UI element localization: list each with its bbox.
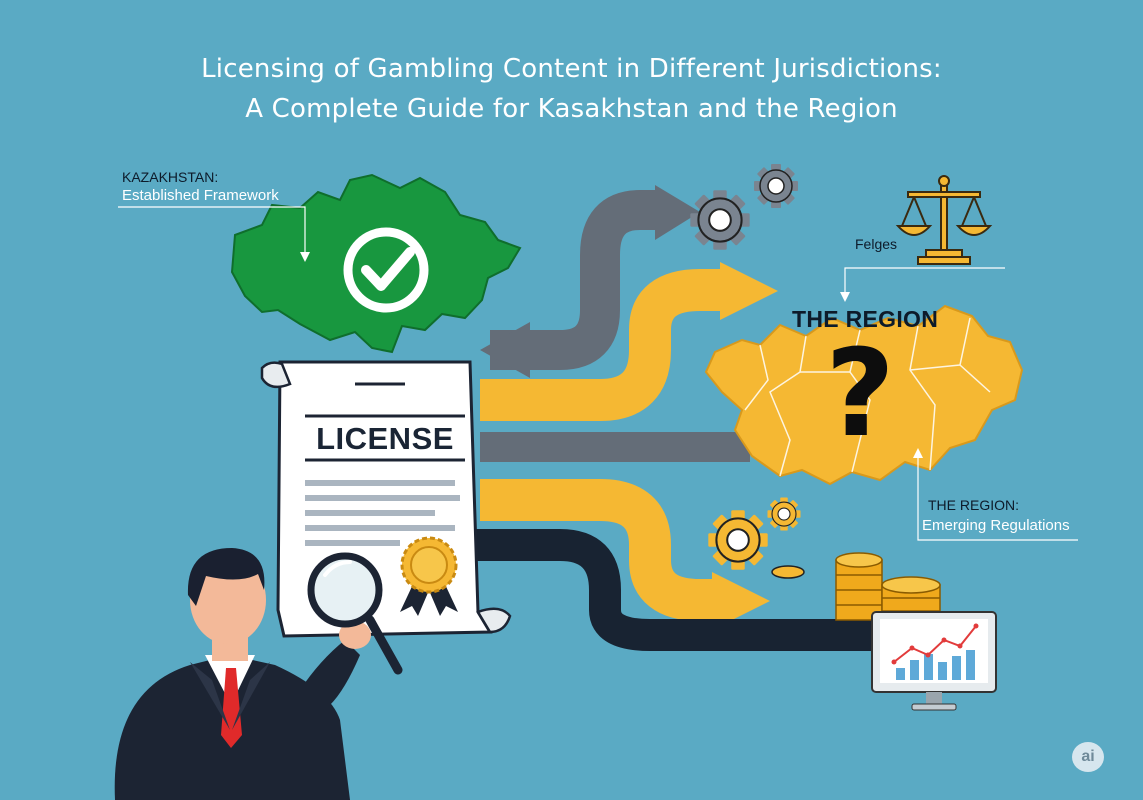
region-heading: THE REGION: <box>928 497 1020 513</box>
kazakhstan-heading: KAZAKHSTAN: <box>122 169 219 185</box>
coins-icon <box>835 552 941 624</box>
title-line-1: Licensing of Gambling Content in Differe… <box>201 54 942 84</box>
gear-icon <box>689 189 751 251</box>
region-top-callout-line <box>844 267 1005 295</box>
ai-badge: ai <box>1072 742 1104 772</box>
monitor-chart-icon <box>871 611 997 711</box>
gear-icon <box>707 509 769 571</box>
scales-label: Felges <box>855 236 898 252</box>
kazakhstan-subheading: Established Framework <box>122 187 279 204</box>
region-subheading: Emerging Regulations <box>922 517 1070 534</box>
person-icon <box>114 548 371 800</box>
magnifier-icon <box>307 552 403 675</box>
gear-icon <box>753 163 799 209</box>
gray-arrow-upper <box>480 185 700 378</box>
title-line-2: A Complete Guide for Kasakhstan and the … <box>245 94 898 124</box>
seal-icon <box>400 536 458 616</box>
region-map <box>704 304 1024 486</box>
license-label: LICENSE <box>316 421 454 456</box>
region-title: THE REGION <box>792 306 939 332</box>
yellow-arrow-upper <box>480 262 778 421</box>
kazakhstan-map <box>230 173 522 354</box>
gray-arrow-middle <box>480 432 750 462</box>
kazakhstan-callout-line <box>118 206 306 255</box>
question-mark-symbol: ? <box>825 325 895 464</box>
yellow-arrow-lower <box>480 479 770 630</box>
gear-icon <box>766 496 802 532</box>
license-document <box>260 360 512 638</box>
dark-arrow <box>450 529 880 651</box>
check-icon <box>343 227 429 313</box>
region-bottom-callout-line <box>917 455 1078 541</box>
scales-icon <box>895 175 993 265</box>
